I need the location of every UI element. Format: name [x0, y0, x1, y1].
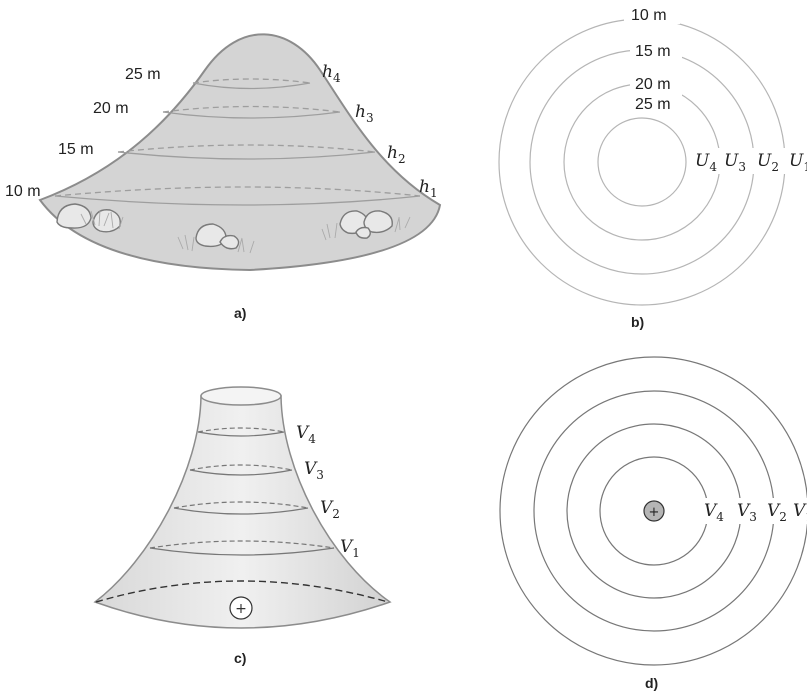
- potential-label-v2: V2: [320, 498, 340, 521]
- grass: [80, 210, 411, 254]
- contour-h2: [117, 144, 376, 160]
- potential-label-u1: U1: [789, 151, 807, 174]
- cone-top: [200, 386, 282, 406]
- potential-label-d-v3: V3: [737, 501, 757, 524]
- potential-label-u3: U3: [724, 151, 746, 174]
- svg-text:+: +: [649, 505, 660, 520]
- potential-label-d-v1: V1: [793, 501, 807, 524]
- panel-a-hill: 25 m 20 m 15 m 10 m h4 h3 h2 h1 a): [5, 33, 442, 321]
- panel-c-potential-surface: + V4 V3 V2 V1 c): [93, 386, 392, 666]
- charge-symbol-d: +: [643, 500, 665, 522]
- contour-label-15m: 15 m: [635, 43, 671, 60]
- rocks-middle: [195, 223, 240, 250]
- equipotential-v4: [197, 427, 285, 437]
- altitude-label-15m: 15 m: [58, 141, 94, 158]
- contour-label-10m: 10 m: [631, 7, 667, 24]
- contour-h1: [54, 186, 421, 206]
- hill-shape: [38, 33, 442, 272]
- potential-label-v3: V3: [304, 459, 324, 482]
- altitude-label-10m: 10 m: [5, 183, 41, 200]
- height-label-h4: h4: [322, 62, 341, 85]
- potential-label-d-v2: V2: [767, 501, 787, 524]
- cone-base: [95, 580, 389, 603]
- contour-h3: [162, 105, 341, 119]
- contour-h4: [192, 78, 311, 90]
- svg-text:+: +: [235, 601, 247, 617]
- equipotential-circle-v1: [499, 356, 807, 666]
- height-label-h1: h1: [419, 177, 438, 200]
- caption-b: b): [631, 314, 644, 330]
- potential-label-u2: U2: [757, 151, 779, 174]
- potential-label-u4: U4: [695, 151, 717, 174]
- rocks-right: [339, 210, 393, 239]
- caption-a: a): [234, 305, 246, 321]
- contour-circle-25m: [597, 117, 687, 207]
- cone-surface: [93, 395, 392, 629]
- height-label-h3: h3: [355, 102, 374, 125]
- caption-c: c): [234, 650, 246, 666]
- equipotential-v1: [149, 540, 335, 556]
- contour-label-20m: 20 m: [635, 76, 671, 93]
- equipotential-v3: [189, 464, 293, 476]
- equipotential-v2: [173, 501, 309, 515]
- altitude-label-20m: 20 m: [93, 100, 129, 117]
- potential-label-v1: V1: [340, 537, 360, 560]
- potential-label-v4: V4: [296, 423, 316, 446]
- panel-b-contour-map: 10 m 15 m 20 m 25 m U4 U3 U2 U1: [498, 4, 807, 306]
- height-label-h2: h2: [387, 143, 406, 166]
- contour-label-25m: 25 m: [635, 96, 671, 113]
- charge-symbol-c: +: [229, 596, 253, 620]
- caption-d: d): [645, 675, 658, 691]
- panel-d-equipotential-map: + V4 V3 V2 V1: [499, 356, 807, 666]
- potential-label-d-v4: V4: [704, 501, 724, 524]
- altitude-label-25m: 25 m: [125, 66, 161, 83]
